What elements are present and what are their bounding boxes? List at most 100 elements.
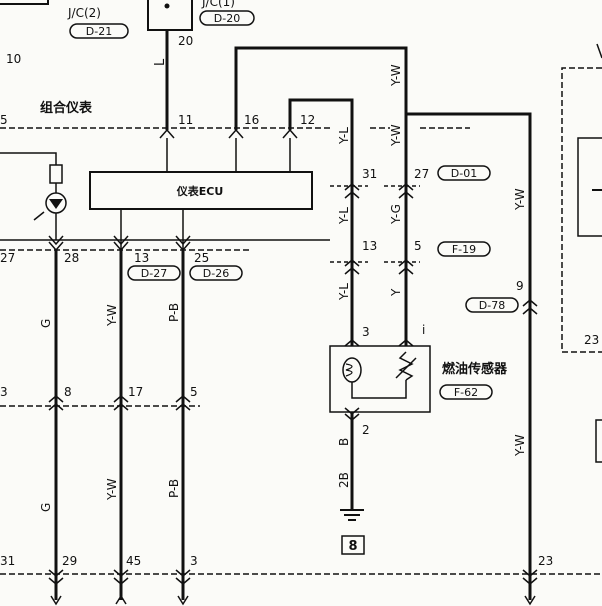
cluster-label: 组合仪表 bbox=[40, 100, 93, 116]
ground-symbol-icon bbox=[340, 509, 364, 521]
f62-label: F-62 bbox=[454, 386, 478, 399]
pin-2: 2 bbox=[362, 423, 370, 437]
pin-11: 11 bbox=[178, 113, 193, 127]
mid-connectors bbox=[48, 395, 191, 411]
diode-icon bbox=[49, 199, 63, 209]
pin-3-bottom: 3 bbox=[190, 554, 198, 568]
right-dashed-box bbox=[561, 67, 602, 353]
pin-12: 12 bbox=[300, 113, 315, 127]
wire-from-12 bbox=[288, 98, 354, 168]
pin-16: 16 bbox=[244, 113, 259, 127]
d27-badge bbox=[127, 265, 181, 281]
pin-8: 8 bbox=[64, 385, 72, 399]
label-yw-left1: Y-W bbox=[105, 304, 119, 327]
d78-label: D-78 bbox=[479, 299, 505, 312]
coil-icon bbox=[342, 357, 362, 383]
label-y: Y bbox=[389, 288, 403, 297]
label-2b: 2B bbox=[337, 472, 351, 488]
ground-ref-label: 8 bbox=[348, 539, 357, 554]
label-pb-1: P-B bbox=[167, 303, 181, 322]
f19-label: F-19 bbox=[452, 243, 476, 256]
pin-10: 10 bbox=[6, 52, 21, 66]
label-yl-1: Y-L bbox=[337, 127, 351, 145]
pin-23-bottom: 23 bbox=[538, 554, 553, 568]
right-lower-box bbox=[595, 419, 602, 463]
label-b: B bbox=[337, 438, 351, 446]
box-top-left bbox=[0, 0, 49, 5]
d21-label: D-21 bbox=[86, 25, 112, 38]
pin-31: 31 bbox=[362, 167, 377, 181]
bottom-connectors bbox=[48, 569, 538, 585]
label-yw-lower: Y-W bbox=[513, 434, 527, 457]
ecu-label: 仪表ECU bbox=[176, 184, 224, 198]
jc1-label: J/C(1) bbox=[201, 0, 235, 9]
label-pb-2: P-B bbox=[167, 479, 181, 498]
bottom-arrows bbox=[50, 594, 536, 606]
pin-5-left: 5 bbox=[0, 113, 8, 127]
lamp-wire bbox=[0, 152, 57, 165]
ground-ref-box bbox=[341, 535, 365, 555]
label-yw-2: Y-W bbox=[389, 124, 403, 147]
label-yw-left2: Y-W bbox=[105, 478, 119, 501]
d27-label: D-27 bbox=[141, 267, 167, 280]
pin-29: 29 bbox=[62, 554, 77, 568]
label-yl-3: Y-L bbox=[337, 283, 351, 301]
d01-badge bbox=[437, 165, 491, 181]
sensor-label: 燃油传感器 bbox=[442, 361, 508, 377]
coil-winding bbox=[345, 363, 353, 377]
fuel-sensor-box bbox=[329, 345, 431, 413]
label-yw-right: Y-W bbox=[513, 188, 527, 211]
label-yg: Y-G bbox=[389, 204, 403, 225]
right-inner-box bbox=[577, 137, 602, 237]
cluster-bottom-connectors bbox=[48, 235, 191, 252]
wire-l-label: L bbox=[153, 58, 168, 66]
pin-27: 27 bbox=[414, 167, 429, 181]
jc1-box bbox=[147, 0, 193, 31]
label-yw-top: Y-W bbox=[389, 64, 403, 87]
sensor-connector-dashes bbox=[330, 185, 420, 263]
jc2-label: J/C(2) bbox=[67, 6, 101, 20]
pin-20: 20 bbox=[178, 34, 193, 48]
pin-13: 13 bbox=[134, 251, 149, 265]
pin-i: i bbox=[422, 323, 425, 337]
pin-23-right: 23 bbox=[584, 333, 599, 347]
lamp-ray bbox=[33, 211, 45, 221]
ecu-box bbox=[89, 171, 313, 210]
resistor bbox=[49, 164, 63, 184]
pin-27-left: 27 bbox=[0, 251, 15, 265]
sensor-internal-wire bbox=[351, 380, 407, 399]
variable-resistor-icon bbox=[398, 351, 414, 381]
d01-label: D-01 bbox=[451, 167, 477, 180]
d26-badge bbox=[189, 265, 243, 281]
pin-25: 25 bbox=[194, 251, 209, 265]
d20-label: D-20 bbox=[214, 12, 240, 25]
wire-right-long bbox=[406, 112, 532, 600]
right-tick bbox=[596, 43, 602, 59]
pin-17: 17 bbox=[128, 385, 143, 399]
sensor-connectors bbox=[344, 183, 538, 347]
d78-badge bbox=[465, 297, 519, 313]
pin-28: 28 bbox=[64, 251, 79, 265]
wire-yw-top bbox=[234, 46, 408, 130]
pin-3-left: 3 bbox=[0, 385, 8, 399]
pin-5b: 5 bbox=[414, 239, 422, 253]
f62-badge bbox=[439, 384, 493, 400]
d21-badge bbox=[69, 23, 129, 39]
label-g-1: G bbox=[39, 319, 53, 328]
pin-13b: 13 bbox=[362, 239, 377, 253]
d26-label: D-26 bbox=[203, 267, 229, 280]
variable-resistor-arrow bbox=[395, 357, 417, 379]
pin-5-mid: 5 bbox=[190, 385, 198, 399]
label-g-2: G bbox=[39, 503, 53, 512]
pin-31-bottom: 31 bbox=[0, 554, 15, 568]
pin-3: 3 bbox=[362, 325, 370, 339]
cluster-top-connectors bbox=[159, 128, 298, 139]
pin-9: 9 bbox=[516, 279, 524, 293]
pin-45: 45 bbox=[126, 554, 141, 568]
d20-badge bbox=[199, 10, 255, 26]
junction-dot bbox=[164, 3, 170, 9]
f19-badge bbox=[437, 241, 491, 257]
label-yl-2: Y-L bbox=[337, 207, 351, 225]
